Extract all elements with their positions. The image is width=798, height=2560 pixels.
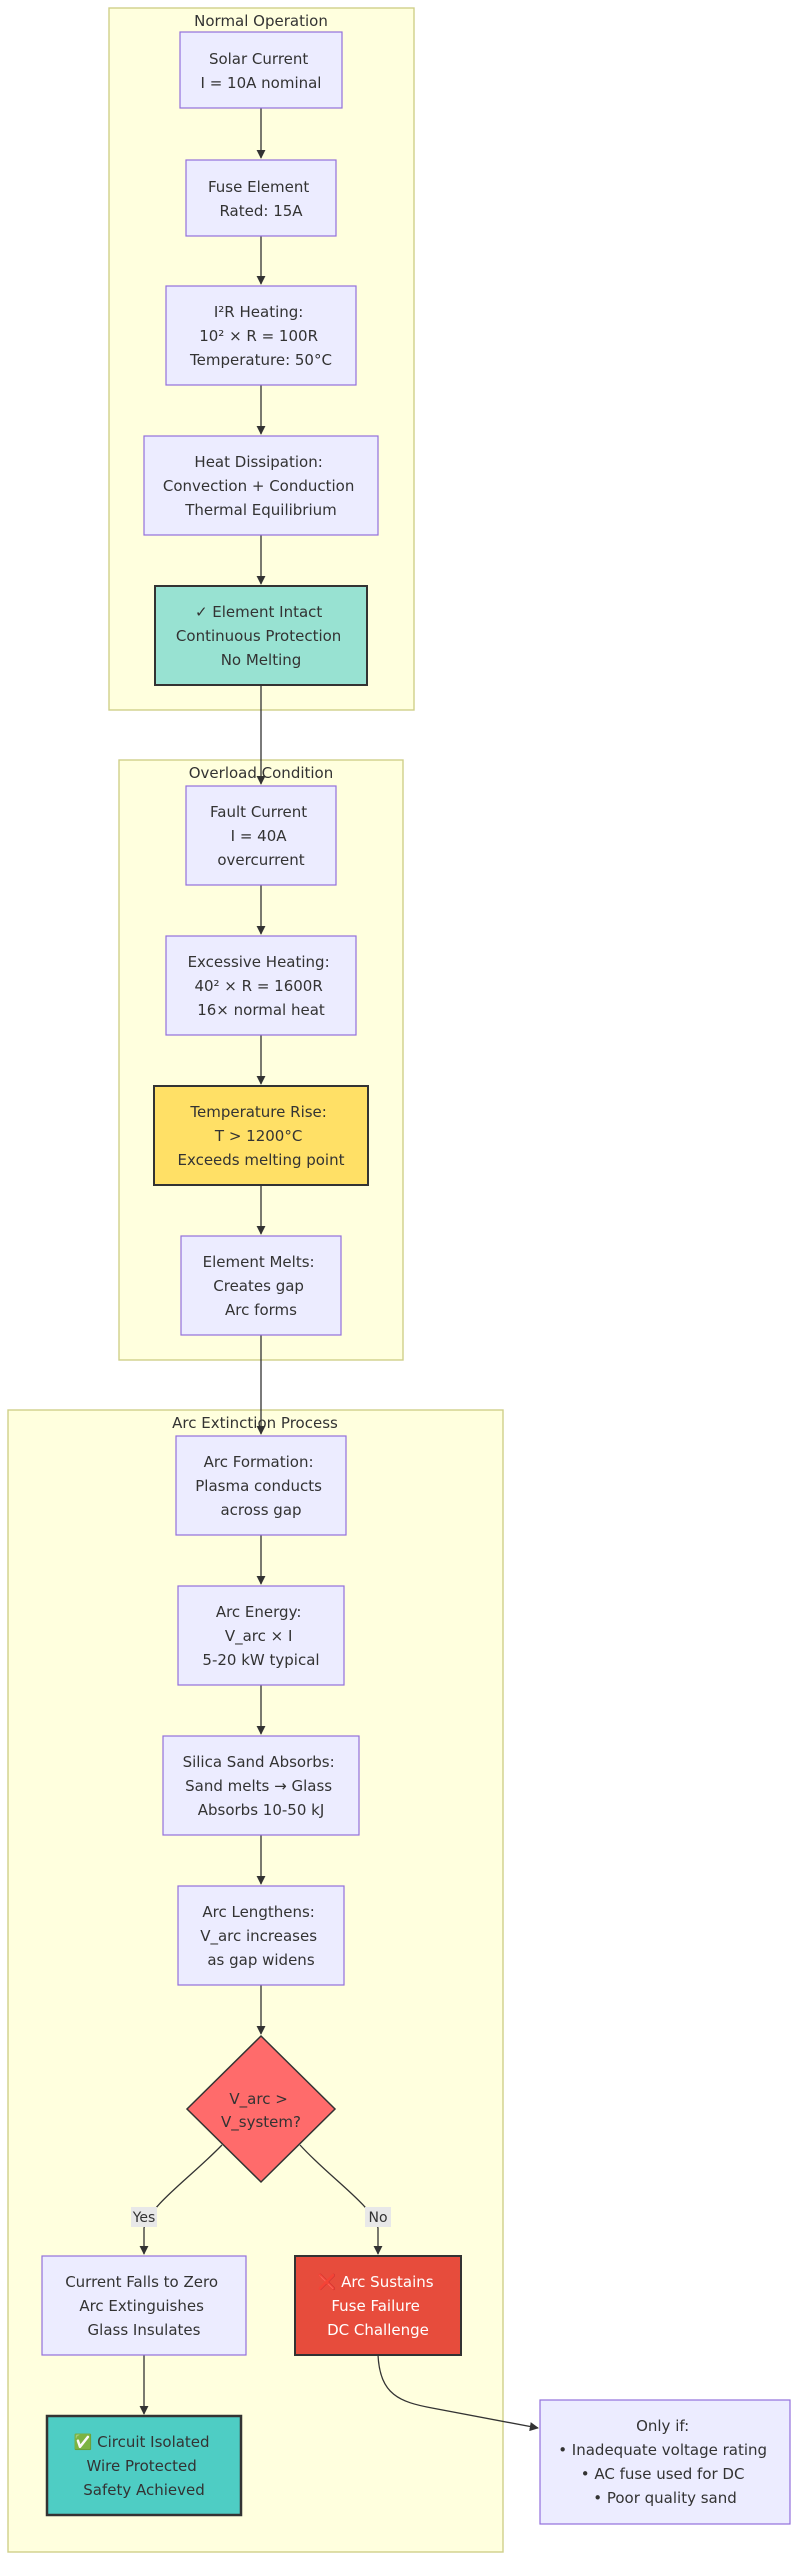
svg-text:No: No (368, 2210, 387, 2226)
node-circuit-isolated: ✅ Circuit Isolated Wire Protected Safety… (45, 2414, 243, 2517)
svg-text:✅ Circuit Isolated Wire: ✅ Circuit Isolated Wire Protected Safety… (74, 2433, 215, 2499)
node-solar-current: Solar Current I = 10A nominal (179, 31, 343, 109)
node-current-falls: Current Falls to Zero Arc Extinguishes G… (41, 2255, 247, 2356)
svg-text:Arc Energy: V_arc × I: Arc Energy: V_arc × I 5-20 kW typical (202, 1603, 319, 1669)
svg-text:❌ Arc Sustains Fuse Fail: ❌ Arc Sustains Fuse Failure DC Challenge (318, 2273, 439, 2339)
svg-text:Silica Sand Absorbs: San: Silica Sand Absorbs: Sand melts → Glass … (183, 1753, 340, 1819)
svg-text:I²R Heating: 10² × R = 1: I²R Heating: 10² × R = 100R Temperature:… (189, 303, 332, 369)
svg-text:Arc Lengthens: V_arc inc: Arc Lengthens: V_arc increases as gap wi… (200, 1903, 322, 1969)
svg-text:Excessive Heating: 40² ×: Excessive Heating: 40² × R = 1600R 16× n… (188, 953, 335, 1019)
node-excessive-heating: Excessive Heating: 40² × R = 1600R 16× n… (165, 935, 357, 1036)
svg-text:Only if: • Inadequate vo: Only if: • Inadequate voltage rating • A… (558, 2417, 772, 2507)
edges (139, 108, 539, 2432)
svg-text:Current Falls to Zero Ar: Current Falls to Zero Arc Extinguishes G… (65, 2273, 223, 2339)
svg-text:Arc Formation: Plasma co: Arc Formation: Plasma conducts across ga… (195, 1453, 326, 1519)
node-arc-lengthens: Arc Lengthens: V_arc increases as gap wi… (177, 1885, 345, 1986)
svg-text:Element Melts: Creates g: Element Melts: Creates gap Arc forms (203, 1253, 320, 1319)
svg-text:Yes: Yes (132, 2210, 156, 2226)
edge-label-yes: Yes (131, 2207, 157, 2227)
node-fault-current: Fault Current I = 40A overcurrent (185, 785, 337, 886)
edge-sustains-to-onlyif (377, 2354, 539, 2432)
node-only-if: Only if: • Inadequate voltage rating • A… (539, 2399, 791, 2525)
node-temperature-rise: Temperature Rise: T > 1200°C Exceeds mel… (153, 1085, 369, 1186)
svg-text:Temperature Rise: T > 12: Temperature Rise: T > 1200°C Exceeds mel… (177, 1103, 344, 1169)
svg-text:✓ Element Intact Continu: ✓ Element Intact Continuous Protection N… (176, 603, 346, 669)
group-arc-extinction-label: Arc Extinction Process (172, 1414, 338, 1432)
node-silica-sand: Silica Sand Absorbs: Sand melts → Glass … (162, 1735, 360, 1836)
group-normal-operation-label: Normal Operation (194, 12, 328, 30)
node-element-intact: ✓ Element Intact Continuous Protection N… (154, 585, 368, 686)
node-arc-energy: Arc Energy: V_arc × I 5-20 kW typical (177, 1585, 345, 1686)
svg-text:Heat Dissipation: Convec: Heat Dissipation: Convection + Conductio… (163, 453, 359, 519)
svg-text:Solar Current I = 10A no: Solar Current I = 10A nominal (201, 50, 322, 92)
node-arc-sustains: ❌ Arc Sustains Fuse Failure DC Challenge (294, 2255, 462, 2356)
svg-text:Fuse Element Rated: 15A: Fuse Element Rated: 15A (208, 178, 314, 220)
node-element-melts: Element Melts: Creates gap Arc forms (180, 1235, 342, 1336)
node-heat-dissipation: Heat Dissipation: Convection + Conductio… (143, 435, 379, 536)
node-i2r-heating: I²R Heating: 10² × R = 100R Temperature:… (165, 285, 357, 386)
node-fuse-element: Fuse Element Rated: 15A (185, 159, 337, 237)
svg-text:V_arc > V_system?: V_arc > V_system? (221, 2090, 301, 2132)
node-arc-formation: Arc Formation: Plasma conducts across ga… (175, 1435, 347, 1536)
node-decision-varc: V_arc > V_system? (185, 2034, 337, 2184)
svg-text:Fault Current I = 40A: Fault Current I = 40A overcurrent (210, 803, 312, 869)
edge-label-no: No (365, 2207, 391, 2227)
